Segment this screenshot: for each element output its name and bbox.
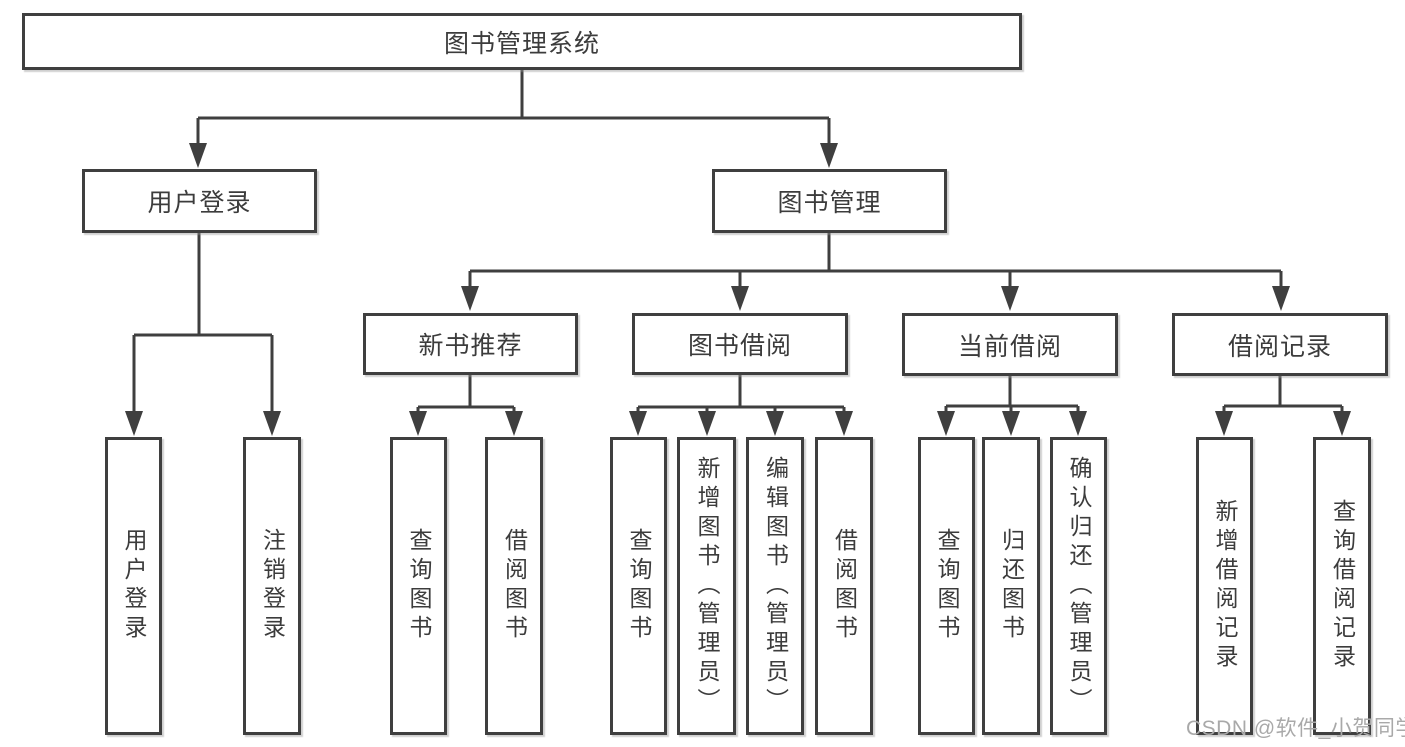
arrowhead xyxy=(766,411,784,436)
csdn-watermark: CSDN @软件_小贺同学 xyxy=(1186,717,1405,740)
node-borrowing-records: 借阅记录 xyxy=(1172,313,1388,376)
arrowhead xyxy=(1069,411,1087,436)
arrowhead xyxy=(505,411,523,436)
node-book-borrowing: 图书借阅 xyxy=(632,313,848,375)
arrowhead xyxy=(731,286,749,311)
node-book-management: 图书管理 xyxy=(712,169,947,233)
arrowhead xyxy=(1215,411,1233,436)
leaf-logout-login: 注销登录 xyxy=(243,437,301,735)
leaf-query-books-recommend: 查询图书 xyxy=(390,437,447,735)
connector-new-book-children xyxy=(416,375,516,414)
connector-book-mgmt-children xyxy=(468,233,1283,288)
arrowhead xyxy=(937,411,955,436)
arrowhead xyxy=(629,411,647,436)
leaf-query-books-borrowing: 查询图书 xyxy=(610,437,667,735)
node-current-borrowing: 当前借阅 xyxy=(902,313,1118,376)
leaf-borrow-books-recommend: 借阅图书 xyxy=(485,437,543,735)
arrowhead xyxy=(835,411,853,436)
arrowhead xyxy=(409,411,427,436)
leaf-query-borrow-record: 查询借阅记录 xyxy=(1313,437,1371,735)
leaf-edit-books-admin: 编辑图书（管理员） xyxy=(746,437,804,735)
arrowhead xyxy=(1333,411,1351,436)
connector-borrow-record-children xyxy=(1222,376,1344,414)
connector-user-login-children xyxy=(132,233,274,414)
arrowhead xyxy=(1272,286,1290,311)
node-new-book-recommendation: 新书推荐 xyxy=(363,313,578,375)
arrowhead xyxy=(461,286,479,311)
leaf-query-books-current: 查询图书 xyxy=(918,437,975,735)
node-library-management-system: 图书管理系统 xyxy=(22,13,1022,70)
leaf-borrow-books-borrowing: 借阅图书 xyxy=(815,437,873,735)
arrowhead xyxy=(820,143,838,168)
connector-current-borrow-children xyxy=(944,376,1080,414)
leaf-add-books-admin: 新增图书（管理员） xyxy=(677,437,736,735)
leaf-user-login: 用户登录 xyxy=(105,437,162,735)
arrowhead xyxy=(125,411,143,436)
connector-book-borrow-children xyxy=(636,375,846,414)
arrowhead xyxy=(263,411,281,436)
connector-root-to-level2 xyxy=(196,70,831,146)
arrowhead xyxy=(1001,286,1019,311)
arrowhead xyxy=(1002,411,1020,436)
leaf-confirm-return-admin: 确认归还（管理员） xyxy=(1050,437,1107,735)
node-user-login: 用户登录 xyxy=(82,169,317,233)
leaf-return-books: 归还图书 xyxy=(982,437,1040,735)
arrowhead xyxy=(189,143,207,168)
arrowhead xyxy=(698,411,716,436)
leaf-add-borrow-record: 新增借阅记录 xyxy=(1196,437,1253,735)
